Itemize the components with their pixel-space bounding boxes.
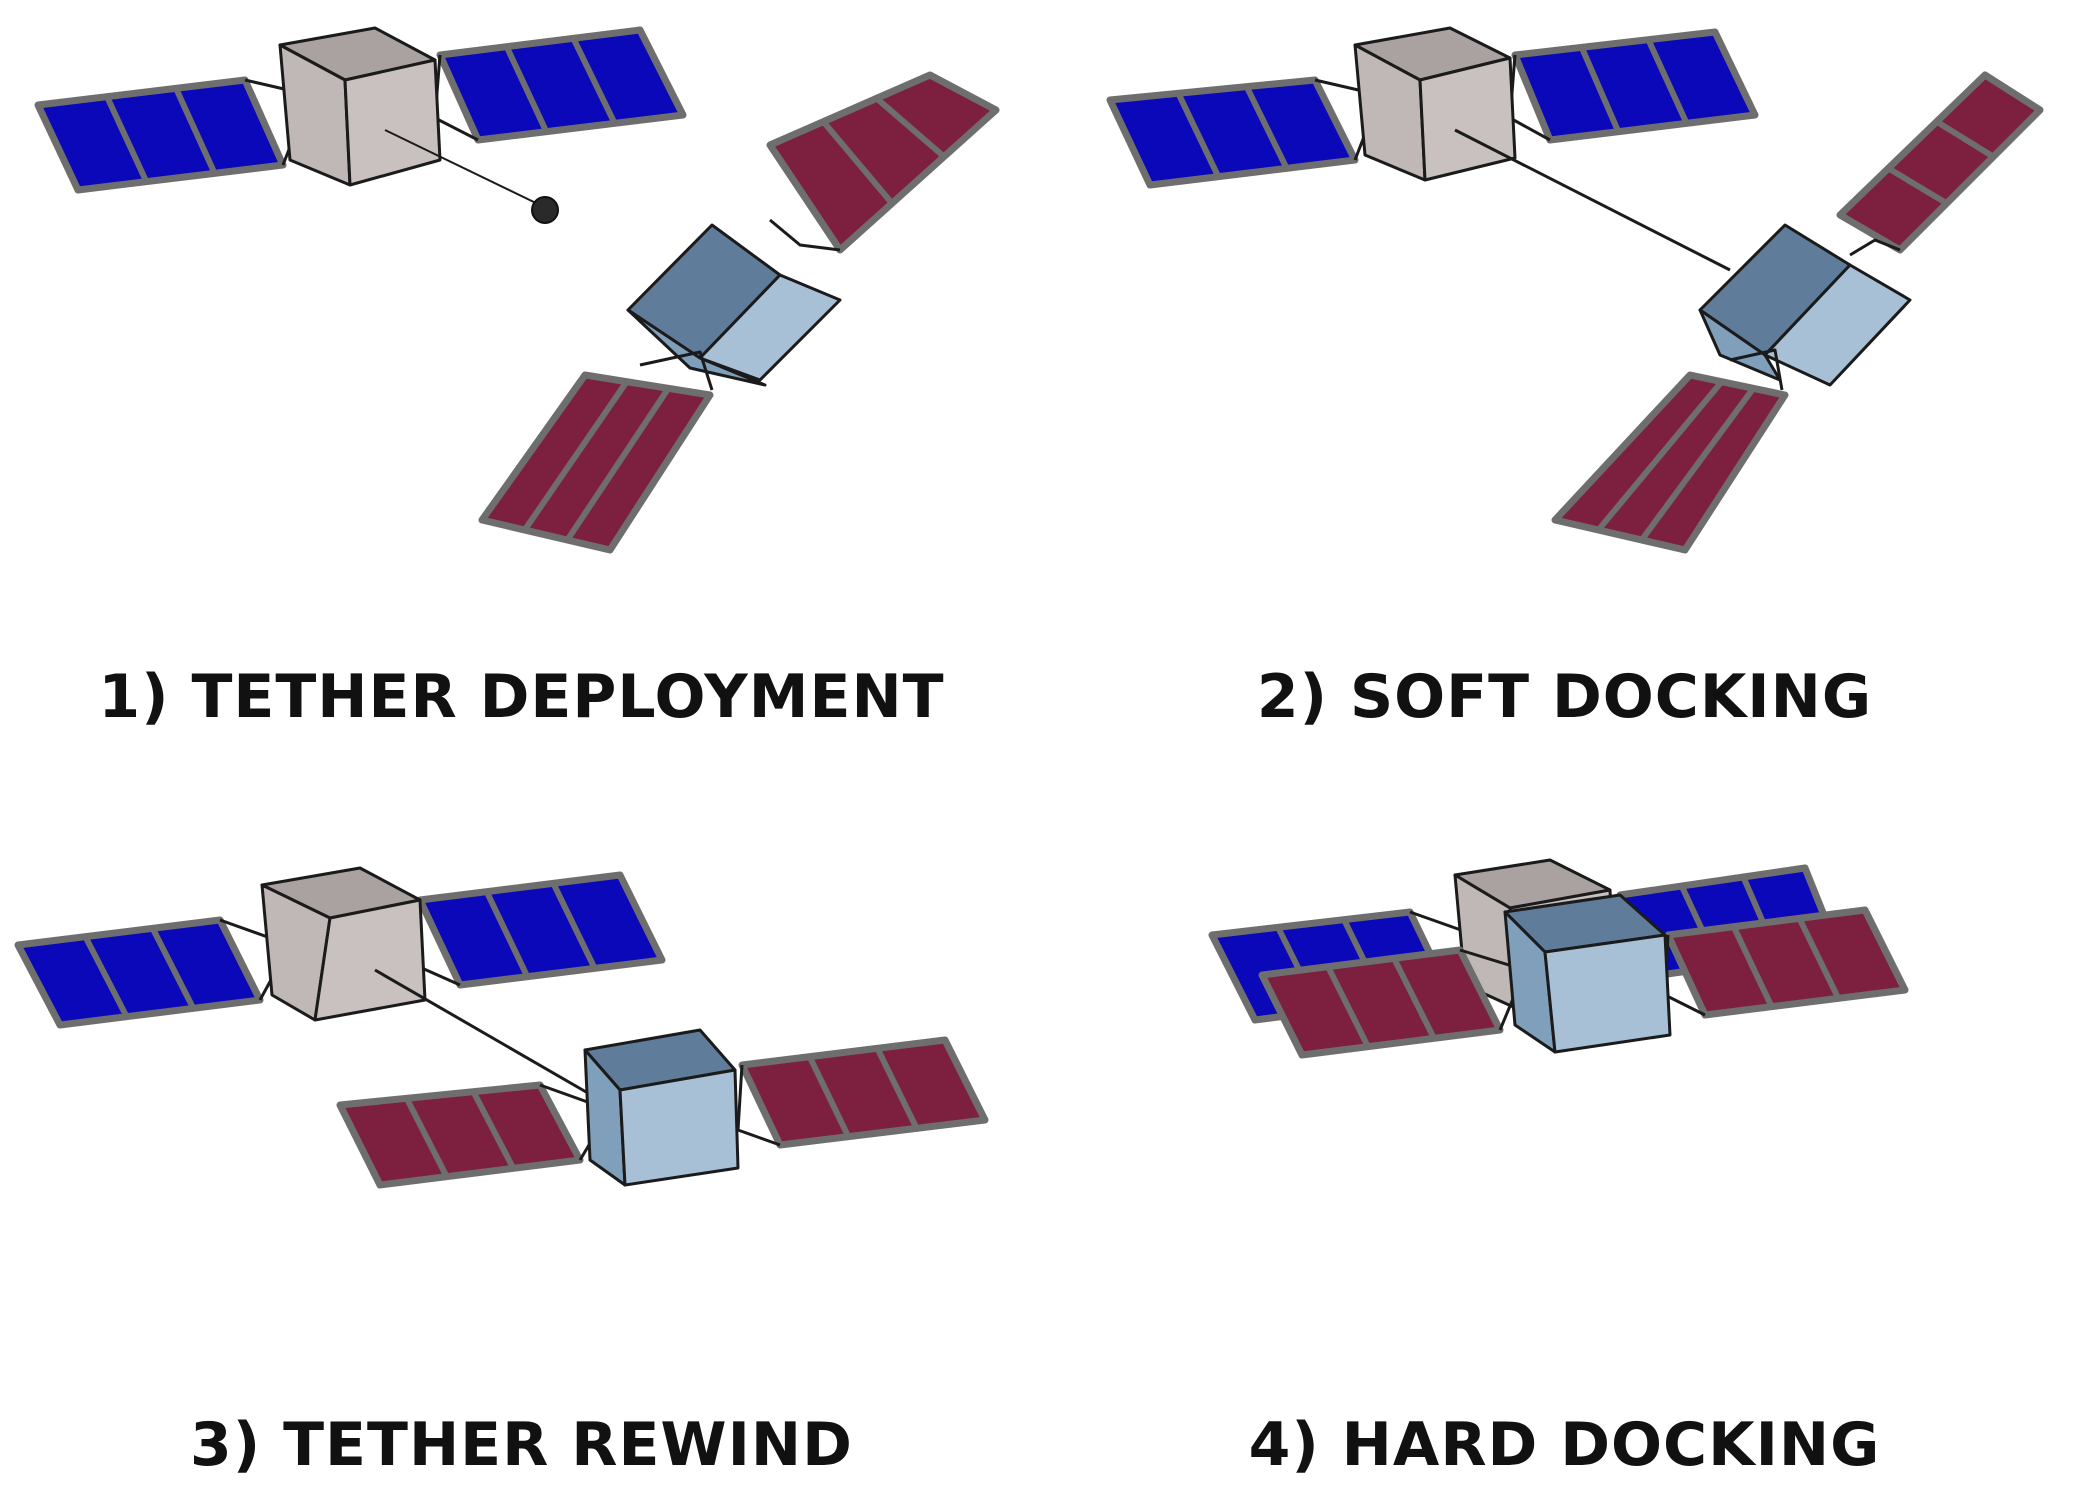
solar-panel-divider [1645, 38, 1690, 125]
tether-line [384, 129, 541, 206]
solar-panel-divider [104, 95, 150, 183]
panel-tether-deployment [34, 26, 1000, 554]
panel-mount-bracket [1849, 238, 1901, 257]
solar-panel-divider [570, 37, 618, 125]
solar-panel-frame [738, 1036, 989, 1149]
solar-panel-divider [1730, 925, 1775, 1008]
solar-panel-divider [1175, 92, 1222, 178]
solar-panel-divider [503, 45, 550, 133]
solar-panel-divider [1243, 85, 1290, 170]
solar-panel-divider [564, 386, 671, 542]
satellite-body-face [1543, 933, 1672, 1054]
solar-panel-frame [34, 76, 287, 194]
solar-panel-frame [1106, 76, 1359, 189]
satellite-body-face [1763, 263, 1912, 387]
solar-panel-divider [403, 1096, 450, 1179]
chaser-left-solar-panel [14, 916, 264, 1029]
chaser-satellite-body [260, 866, 427, 1022]
satellite-body-face [618, 1068, 740, 1187]
solar-panel-frame [1836, 71, 2044, 254]
solar-panel-divider [82, 935, 130, 1019]
solar-panel-frame [436, 26, 687, 144]
tether-end-mass [531, 196, 559, 224]
solar-panel-divider [821, 119, 895, 206]
solar-panel-frame [1551, 371, 1789, 554]
panel-mount-bracket [736, 1064, 781, 1147]
solar-panel-divider [470, 1090, 516, 1170]
solar-panel-divider [1578, 46, 1622, 133]
target-satellite-body [1698, 223, 1912, 387]
target-satellite-body [583, 1028, 740, 1187]
solar-panel-frame [14, 916, 264, 1029]
chaser-left-solar-panel [1106, 76, 1359, 189]
solar-panel-divider [1639, 386, 1756, 542]
chaser-satellite-body [278, 26, 442, 187]
target-lower-solar-panel [1551, 371, 1789, 554]
target-satellite-body [626, 223, 842, 387]
satellite-body-face [1418, 56, 1517, 182]
solar-panel-divider [874, 96, 946, 159]
caption-soft-docking: 2) SOFT DOCKING [1256, 662, 1873, 732]
tether-line [1454, 128, 1731, 272]
caption-tether-rewind: 3) TETHER REWIND [190, 1410, 853, 1480]
solar-panel-frame [478, 371, 714, 554]
target-lower-solar-panel [478, 371, 714, 554]
caption-tether-deployment: 1) TETHER DEPLOYMENT [98, 662, 945, 732]
panel-tether-rewind [14, 866, 989, 1189]
target-right-solar-panel [1664, 906, 1909, 1019]
target-left-solar-panel [336, 1081, 584, 1189]
satellite-body-face [626, 308, 767, 387]
target-upper-solar-panel [1836, 71, 2044, 254]
panel-hard-docking [1208, 858, 1909, 1059]
target-satellite-body [1503, 893, 1672, 1054]
solar-panel-divider [1886, 165, 1949, 206]
chaser-right-solar-panel [1511, 28, 1759, 144]
solar-panel-frame [416, 871, 666, 989]
solar-panel-divider [806, 1055, 852, 1138]
satellite-body-face [343, 58, 442, 187]
panel-mount-bracket [639, 350, 714, 391]
solar-panel-divider [173, 87, 218, 175]
target-right-solar-panel [738, 1036, 989, 1149]
solar-panel-divider [550, 882, 598, 970]
solar-panel-frame [1511, 28, 1759, 144]
solar-panel-divider [483, 890, 531, 978]
solar-panel-divider [1325, 965, 1371, 1049]
caption-hard-docking: 4) HARD DOCKING [1248, 1410, 1881, 1480]
solar-panel-divider [1391, 956, 1437, 1040]
chaser-left-solar-panel [34, 76, 287, 194]
panel-soft-docking [1106, 26, 2044, 554]
target-upper-solar-panel [766, 71, 1000, 254]
solar-panel-divider [522, 379, 630, 532]
chaser-satellite-body [1353, 26, 1517, 182]
satellite-body-face [313, 898, 427, 1022]
panel-mount-bracket [769, 218, 841, 252]
chaser-right-solar-panel [436, 26, 687, 144]
solar-panel-frame [336, 1081, 584, 1189]
solar-panel-divider [1935, 119, 1995, 160]
solar-panel-divider [1596, 379, 1724, 532]
panel-mount-bracket [1729, 348, 1784, 391]
solar-panel-divider [149, 926, 197, 1010]
tether-line [374, 968, 601, 1102]
solar-panel-divider [1796, 917, 1842, 1000]
chaser-right-solar-panel [416, 871, 666, 989]
solar-panel-divider [874, 1047, 920, 1130]
satellite-body-face [698, 273, 842, 382]
